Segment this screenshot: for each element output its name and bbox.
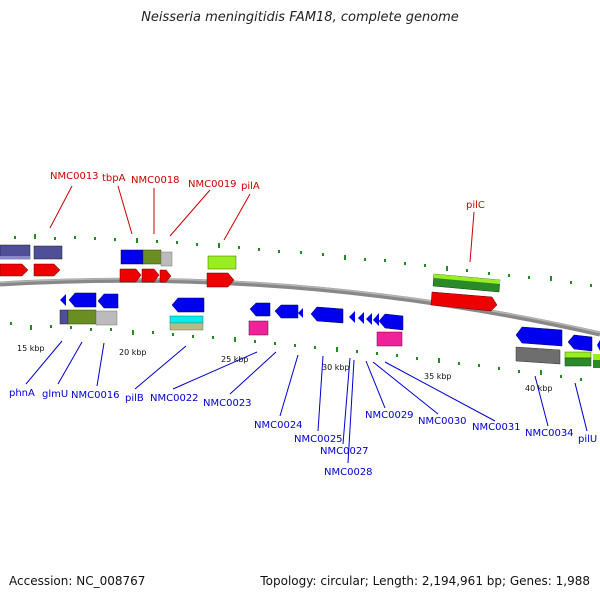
label-NMC0034: NMC0034 xyxy=(525,428,574,439)
inner-gene-features xyxy=(59,292,600,368)
label-NMC0023: NMC0023 xyxy=(203,398,252,409)
label-pilA: pilA xyxy=(241,181,260,192)
outer-tick-track xyxy=(14,234,592,287)
label-NMC0022: NMC0022 xyxy=(150,393,199,404)
label-NMC0031: NMC0031 xyxy=(472,422,521,433)
top-gene-labels: NMC0013 tbpA NMC0018 NMC0019 pilA pilC xyxy=(49,171,485,263)
scale-label-35kbp: 35 kbp xyxy=(424,372,452,381)
label-NMC0029: NMC0029 xyxy=(365,410,414,421)
label-pilB: pilB xyxy=(125,393,144,404)
scale-label-20kbp: 20 kbp xyxy=(119,348,147,357)
label-pilU: pilU xyxy=(578,434,597,445)
scale-label-15kbp: 15 kbp xyxy=(17,344,45,353)
label-glmU: glmU xyxy=(42,389,68,400)
scale-label-30kbp: 30 kbp xyxy=(322,363,350,372)
label-phnA: phnA xyxy=(9,388,35,399)
label-NMC0024: NMC0024 xyxy=(254,420,303,431)
label-NMC0016: NMC0016 xyxy=(71,390,120,401)
outer-gene-features xyxy=(0,244,501,312)
label-tbpA: tbpA xyxy=(102,173,126,184)
label-NMC0013: NMC0013 xyxy=(50,171,99,182)
accession-label: Accession: NC_008767 xyxy=(9,574,146,588)
scale-label-25kbp: 25 kbp xyxy=(221,355,249,364)
label-NMC0028: NMC0028 xyxy=(324,467,373,478)
bottom-gene-labels: phnA glmU NMC0016 pilB NMC0022 NMC0023 N… xyxy=(9,340,597,478)
label-NMC0019: NMC0019 xyxy=(188,179,237,190)
label-pilC: pilC xyxy=(466,200,485,211)
genome-summary: Topology: circular; Length: 2,194,961 bp… xyxy=(260,574,590,588)
label-NMC0030: NMC0030 xyxy=(418,416,467,427)
inner-tick-track xyxy=(10,322,582,381)
genome-title: Neisseria meningitidis FAM18, complete g… xyxy=(141,10,459,25)
label-NMC0025: NMC0025 xyxy=(294,434,343,445)
genome-backbone xyxy=(0,277,600,337)
label-NMC0018: NMC0018 xyxy=(131,175,180,186)
label-NMC0027: NMC0027 xyxy=(320,446,369,457)
